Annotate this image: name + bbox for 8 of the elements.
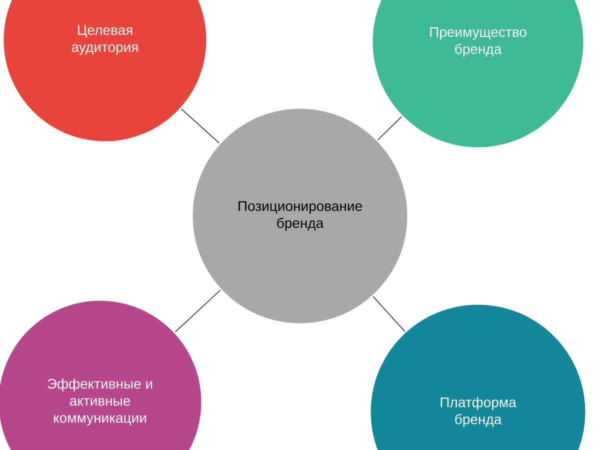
- circle-node: Позиционирование бренда: [191, 107, 409, 325]
- connector-line: [174, 290, 221, 333]
- connector-line: [180, 108, 220, 144]
- circle-node: Эффективные и активные коммуникации: [0, 299, 203, 450]
- connector-line: [377, 116, 402, 140]
- circle-node: Платформа бренда: [369, 303, 587, 450]
- circle-node: Преимущество бренда: [371, 0, 585, 149]
- connector-line: [372, 296, 406, 332]
